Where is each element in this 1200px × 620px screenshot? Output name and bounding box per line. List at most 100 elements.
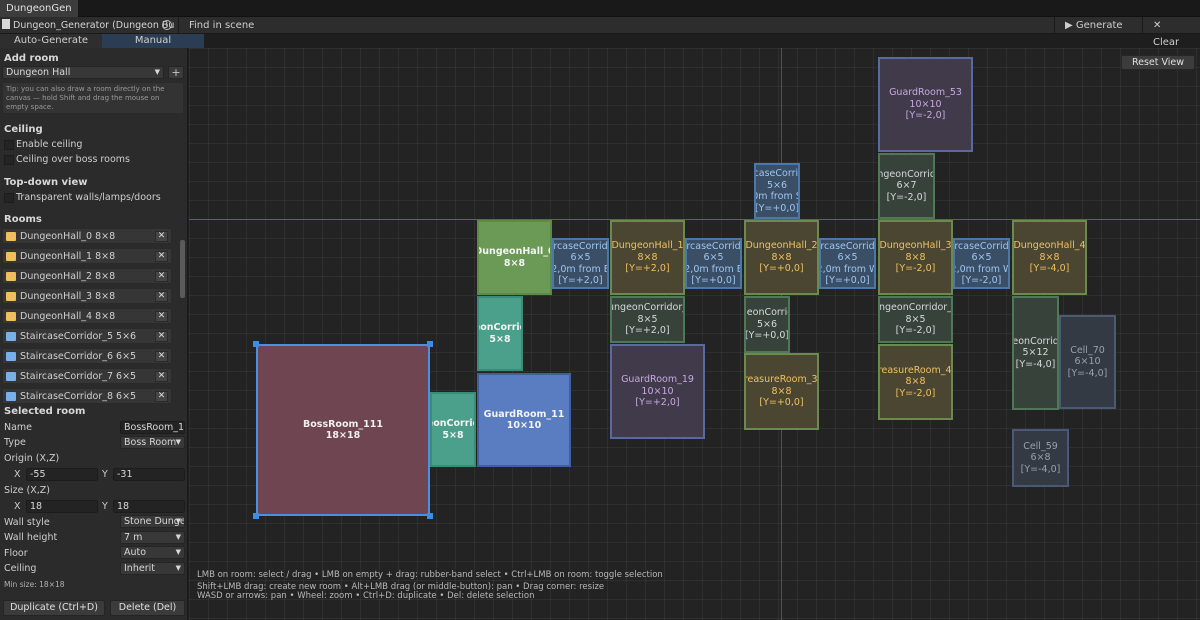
remove-room-icon[interactable]: ✕ (155, 231, 168, 242)
room-list-item[interactable]: DungeonHall_1 8×8✕ (2, 248, 172, 264)
room-list-item[interactable]: StaircaseCorridor_6 6×5 ✕ (2, 348, 172, 364)
room-gc_right-line-1: 5×12 (1022, 347, 1049, 359)
remove-room-icon[interactable]: ✕ (155, 291, 168, 302)
room-list-item[interactable]: StaircaseCorridor_5 5×6 ✕ (2, 328, 172, 344)
room-list-scroll-thumb[interactable] (180, 240, 185, 298)
room-name-field[interactable]: BossRoom_111 (120, 421, 185, 434)
transparent-walls-checkbox[interactable] (4, 193, 14, 203)
ceiling-select[interactable]: Inherit▼ (120, 562, 185, 575)
room-sc5-line-3: [Y=+2,0] (558, 275, 603, 286)
window-tab[interactable]: DungeonGen (0, 0, 78, 17)
room-gc_right[interactable]: geonCorrido5×12[Y=-4,0] (1012, 296, 1059, 410)
wall-height-select[interactable]: 7 m▼ (120, 531, 185, 544)
room-sc5-line-2: 2,0m from E (552, 263, 609, 275)
room-type-dropdown[interactable]: Dungeon Hall▼ (2, 66, 164, 79)
origin-x-field[interactable]: -55 (26, 468, 98, 481)
room-canvas[interactable]: BossRoom_11118×18GuardRoom_1110×10geonCo… (189, 48, 1200, 620)
resize-handle[interactable] (427, 341, 433, 347)
room-list-item[interactable]: DungeonHall_4 8×8✕ (2, 308, 172, 324)
sidebar: Add room Dungeon Hall▼ + Tip: you can al… (0, 48, 188, 620)
find-in-scene-button[interactable]: Find in scene (178, 17, 264, 34)
generator-object-field[interactable]: Dungeon_Generator (Dungeon Bu (2, 19, 174, 32)
room-sc8-line-3: [Y=-2,0] (961, 275, 1002, 286)
enable-ceiling-label: Enable ceiling (16, 139, 83, 150)
ceiling-over-boss-checkbox[interactable] (4, 155, 14, 165)
resize-handle[interactable] (253, 341, 259, 347)
room-gc_below2[interactable]: geonCorrid5×6[Y=+0,0] (744, 296, 790, 353)
room-color-swatch (6, 332, 16, 341)
chevron-down-icon: ▼ (175, 548, 181, 556)
size-y-field[interactable]: 18 (113, 500, 185, 513)
remove-room-icon[interactable]: ✕ (155, 371, 168, 382)
room-gc_below1[interactable]: ungeonCorridor_8×5[Y=+2,0] (610, 296, 685, 343)
room-list-item[interactable]: DungeonHall_2 8×8✕ (2, 268, 172, 284)
room-color-swatch (6, 272, 16, 281)
clear-button[interactable]: ✕ Clear (1142, 17, 1200, 48)
delete-button[interactable]: Delete (Del) (110, 600, 185, 616)
floor-label: Floor (4, 548, 28, 559)
generate-button[interactable]: ▶ Generate (1054, 17, 1133, 34)
tab-auto-generate[interactable]: Auto-Generate (0, 34, 102, 48)
room-tr35[interactable]: TreasureRoom_358×8[Y=+0,0] (744, 353, 819, 430)
resize-handle[interactable] (427, 513, 433, 519)
add-room-button[interactable]: + (168, 66, 184, 79)
enable-ceiling-checkbox[interactable] (4, 140, 14, 150)
room-list-label: StaircaseCorridor_6 6×5 (20, 351, 137, 362)
room-gc_above3[interactable]: ungeonCorrido6×7[Y=-2,0] (878, 153, 935, 219)
size-x-field[interactable]: 18 (26, 500, 98, 513)
room-type-select[interactable]: Boss Room▼ (120, 436, 185, 449)
remove-room-icon[interactable]: ✕ (155, 251, 168, 262)
room-list-label: StaircaseCorridor_8 6×5 (20, 391, 137, 402)
remove-room-icon[interactable]: ✕ (155, 351, 168, 362)
room-list-item[interactable]: DungeonHall_3 8×8✕ (2, 288, 172, 304)
resize-handle[interactable] (253, 513, 259, 519)
room-list-item[interactable]: StaircaseCorridor_8 6×5 ✕ (2, 388, 172, 404)
room-tr47[interactable]: TreasureRoom_478×8[Y=-2,0] (878, 344, 953, 420)
room-list-item[interactable]: DungeonHall_0 8×8✕ (2, 228, 172, 244)
room-gc_mid[interactable]: geonCorrido5×8 (477, 296, 523, 371)
remove-room-icon[interactable]: ✕ (155, 331, 168, 342)
name-label: Name (4, 422, 33, 433)
ceiling-label: Ceiling (4, 563, 37, 574)
horizontal-axis-line (189, 219, 1200, 220)
room-type-select-value: Boss Room (124, 437, 177, 448)
reset-view-button[interactable]: Reset View (1121, 55, 1195, 70)
wall-style-select[interactable]: Stone Dungeon▼ (120, 515, 185, 528)
tab-manual[interactable]: Manual (102, 34, 204, 48)
remove-room-icon[interactable]: ✕ (155, 391, 168, 402)
room-gc_left[interactable]: geonCorrido5×8 (430, 392, 476, 467)
room-list-item[interactable]: StaircaseCorridor_7 6×5✕ (2, 368, 172, 384)
room-gc_below3-line-2: [Y=-2,0] (895, 325, 936, 337)
room-sc_top[interactable]: rcaseCorrid5×60m from S[Y=+0,0] (754, 163, 800, 219)
duplicate-button[interactable]: Duplicate (Ctrl+D) (3, 600, 105, 616)
ceiling-heading: Ceiling (4, 124, 43, 135)
room-dh4-line-0: DungeonHall_4 (1013, 240, 1086, 252)
remove-room-icon[interactable]: ✕ (155, 271, 168, 282)
origin-y-label: Y (102, 469, 108, 480)
remove-room-icon[interactable]: ✕ (155, 311, 168, 322)
chevron-down-icon: ▼ (175, 517, 181, 525)
room-cell59-line-0: Cell_59 (1023, 440, 1058, 452)
object-picker-icon[interactable] (162, 20, 172, 30)
origin-y-field[interactable]: -31 (113, 468, 185, 481)
transparent-walls-label: Transparent walls/lamps/doors (16, 192, 161, 203)
room-gc_below3[interactable]: ungeonCorridor_48×5[Y=-2,0] (878, 296, 953, 343)
floor-select[interactable]: Auto▼ (120, 546, 185, 559)
room-list-label: StaircaseCorridor_5 5×6 (20, 331, 137, 342)
room-cell59-line-1: 6×8 (1030, 452, 1051, 464)
